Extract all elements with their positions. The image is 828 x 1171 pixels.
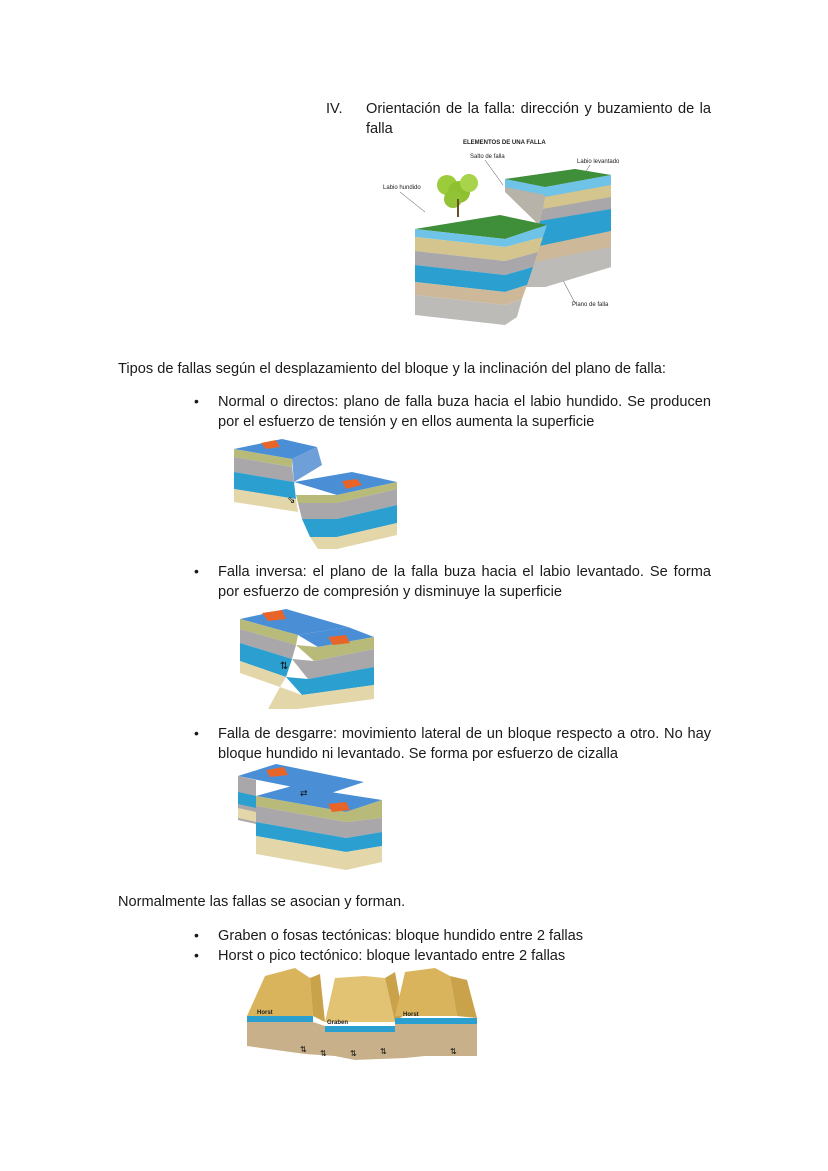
figure-title: ELEMENTOS DE UNA FALLA (463, 140, 546, 146)
arrow-icon: ⇅ (320, 1049, 327, 1058)
section-heading: Orientación de la falla: dirección y buz… (366, 101, 711, 137)
normal-fault-diagram: ⇘ (232, 437, 402, 555)
label-labio-levantado: Labio levantado (577, 159, 620, 165)
arrow-icon: ⇅ (280, 661, 288, 672)
label-horst-left: Horst (257, 1010, 273, 1016)
arrow-icon: ⇄ (300, 788, 308, 798)
graben-horst-diagram: Horst Graben Horst ⇅ ⇅ ⇅ ⇅ ⇅ (245, 966, 480, 1062)
bullet: • (194, 947, 199, 963)
label-plano-de-falla: Plano de falla (572, 302, 609, 308)
arrow-icon: ⇘ (287, 495, 295, 506)
fault-elements-figure: ELEMENTOS DE UNA FALLA Salto de falla La… (375, 137, 635, 329)
bullet: • (194, 927, 199, 943)
label-graben: Graben (327, 1020, 348, 1026)
association-horst-text: Horst o pico tectónico: bloque levantado… (218, 948, 566, 964)
label-salto-de-falla: Salto de falla (470, 154, 505, 160)
reverse-fault-diagram: ⇅ (238, 607, 378, 713)
types-intro: Tipos de fallas según el desplazamiento … (118, 361, 666, 377)
arrow-icon: ⇅ (350, 1049, 357, 1058)
label-labio-hundido: Labio hundido (383, 185, 421, 191)
arrow-icon: ⇅ (380, 1047, 387, 1056)
section-numeral: IV. (326, 101, 343, 117)
strike-slip-fault-diagram: ⇄ (236, 762, 386, 877)
association-intro: Normalmente las fallas se asocian y form… (118, 894, 406, 910)
fault-type-normal-text: Normal o directos: plano de falla buza h… (218, 394, 711, 430)
fault-type-strike-slip-text: Falla de desgarre: movimiento lateral de… (218, 726, 711, 762)
arrow-icon: ⇅ (300, 1045, 307, 1054)
association-graben-text: Graben o fosas tectónicas: bloque hundid… (218, 928, 584, 944)
arrow-icon: ⇅ (450, 1047, 457, 1056)
bullet: • (194, 725, 199, 741)
bullet: • (194, 563, 199, 579)
fault-type-reverse-text: Falla inversa: el plano de la falla buza… (218, 564, 711, 600)
label-horst-right: Horst (403, 1012, 419, 1018)
bullet: • (194, 393, 199, 409)
